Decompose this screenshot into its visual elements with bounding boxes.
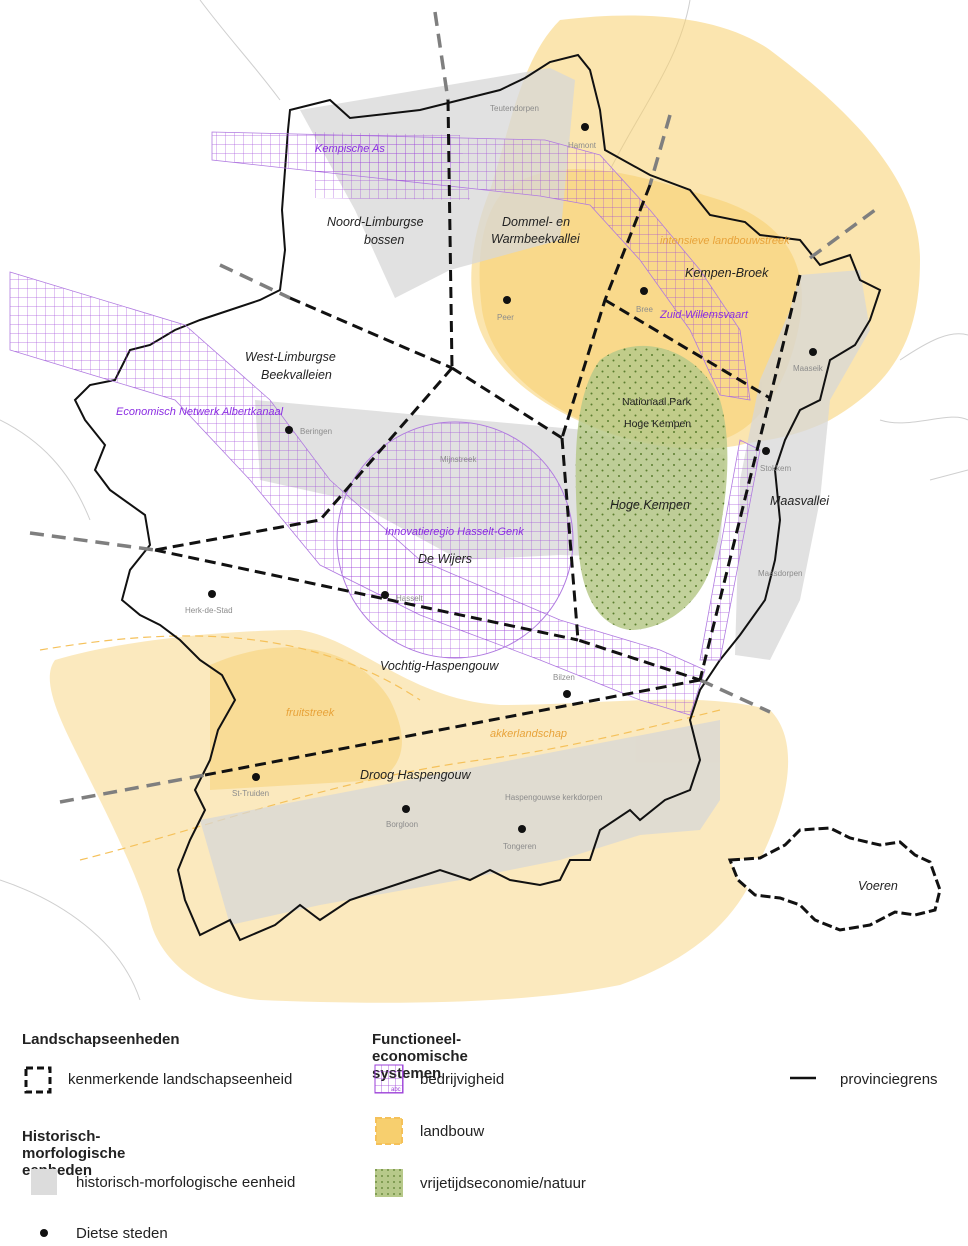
city-label-bilzen: Bilzen [553, 673, 575, 682]
city-label-tongeren: Tongeren [503, 842, 536, 851]
label-economisch-netwerk: Economisch Netwerk Albertkanaal [116, 406, 284, 418]
city-label-beringen: Beringen [300, 427, 332, 436]
city-dot-hasselt [381, 591, 389, 599]
label-innovatieregio: Innovatieregio Hasselt-Genk [385, 526, 524, 538]
label-fruitstreek: fruitstreek [286, 707, 335, 719]
legend-historisch-label: historisch-morfologische eenheid [76, 1174, 296, 1191]
city-label-borgloon: Borgloon [386, 820, 418, 829]
city-dot-herk [208, 590, 216, 598]
agri-fruit [210, 647, 402, 790]
label-nationaal-park-2: Hoge Kempen [624, 418, 691, 430]
system-labels: Kempische As Economisch Netwerk Albertka… [116, 143, 790, 740]
legend-provinciegrens-label: provinciegrens [840, 1071, 938, 1088]
hist-haspengouw [200, 720, 720, 925]
legend-kenmerkende-label: kenmerkende landschapseenheid [68, 1071, 293, 1088]
city-label-sttruiden: St-Truiden [232, 789, 269, 798]
legend-landbouw-swatch [375, 1117, 403, 1145]
city-label-bree: Bree [636, 305, 653, 314]
city-label-herk: Herk-de-Stad [185, 606, 233, 615]
grey-dashed-lines [29, 11, 877, 804]
city-dot-borgloon [402, 805, 410, 813]
nature-zone-dots [575, 345, 728, 630]
legend-bedrijvigheid-swatch: abc [374, 1064, 404, 1094]
label-noord-limburgse-1: Noord-Limburgse [327, 215, 424, 229]
label-zuid-willemsvaart: Zuid-Willemsvaart [659, 309, 749, 321]
label-kempen-broek: Kempen-Broek [685, 266, 769, 280]
kempische-as-core [315, 132, 470, 200]
city-label-hamont: Hamont [568, 141, 597, 150]
label-voeren: Voeren [858, 879, 898, 893]
legend-bedrijvigheid-swatch-text: abc [391, 1087, 401, 1093]
legend-vrijetijd-label: vrijetijdseconomie/natuur [420, 1175, 586, 1192]
city-dot-beringen [285, 426, 293, 434]
label-noord-limburgse-2: bossen [364, 233, 404, 247]
city-label-stokkem: Stokkem [760, 464, 791, 473]
legend-provinciegrens-swatch [790, 1076, 816, 1080]
legend-landbouw-label: landbouw [420, 1123, 485, 1140]
label-de-wijers: De Wijers [418, 552, 472, 566]
city-dot-tongeren [518, 825, 526, 833]
albertkanaal-band [9, 271, 706, 716]
label-maasvallei: Maasvallei [770, 494, 830, 508]
legend-dietse-steden-label: Dietse steden [76, 1225, 168, 1242]
city-dots [208, 123, 817, 833]
city-labels: Hamont Peer Bree Maaseik Beringen Stokke… [185, 141, 824, 851]
legend-historisch-swatch [31, 1169, 57, 1195]
landscape-unit-boundaries [154, 99, 802, 777]
label-teutendorpen: Teutendorpen [490, 104, 539, 113]
label-vochtig: Vochtig-Haspengouw [380, 659, 499, 673]
city-dot-hamont [581, 123, 589, 131]
city-dot-stokkem [762, 447, 770, 455]
city-label-maaseik: Maaseik [793, 364, 824, 373]
voeren-outline [727, 826, 942, 932]
label-intensieve-landbouw: intensieve landbouwstreek [660, 235, 790, 247]
legend-dashed-unit-swatch [24, 1066, 52, 1094]
city-label-peer: Peer [497, 313, 514, 322]
legend-city-dot-swatch [40, 1229, 48, 1237]
agri-dashed-edge [39, 635, 721, 861]
city-dot-peer [503, 296, 511, 304]
label-maasdorpen: Maasdorpen [758, 569, 802, 578]
label-hoge-kempen: Hoge Kempen [610, 498, 690, 512]
label-west-limburgse-2: Beekvalleien [261, 368, 332, 382]
legend-title-landschapseenheden: Landschapseenheden [22, 1031, 180, 1048]
label-nationaal-park-1: Nationaal Park [622, 396, 692, 408]
city-dot-sttruiden [252, 773, 260, 781]
business-zones [9, 131, 761, 716]
city-dot-maaseik [809, 348, 817, 356]
label-haspengouwse-kerkdorpen: Haspengouwse kerkdorpen [505, 793, 602, 802]
label-mijnstreek: Mijnstreek [440, 455, 477, 464]
label-dommel-2: Warmbeekvallei [491, 232, 581, 246]
legend-vrijetijd-swatch [375, 1169, 403, 1197]
small-grey-labels: Teutendorpen Mijnstreek Maasdorpen Haspe… [440, 104, 802, 802]
hist-maas [735, 270, 870, 660]
label-droog: Droog Haspengouw [360, 768, 471, 782]
city-dot-bree [640, 287, 648, 295]
kempische-as-band [211, 131, 751, 401]
city-label-hasselt: Hasselt [396, 594, 423, 603]
province-outline [73, 53, 882, 942]
label-west-limburgse-1: West-Limburgse [245, 350, 336, 364]
innovatieregio-circle [336, 421, 574, 659]
label-akkerlandschap: akkerlandschap [490, 728, 567, 740]
label-kempische-as: Kempische As [315, 143, 385, 155]
legend-bedrijvigheid-label: bedrijvigheid [420, 1071, 505, 1088]
label-dommel-1: Dommel- en [502, 215, 570, 229]
region-labels: Noord-Limburgse bossen Dommel- en Warmbe… [245, 215, 898, 893]
city-dot-bilzen [563, 690, 571, 698]
landscape-map: Noord-Limburgse bossen Dommel- en Warmbe… [0, 0, 968, 1003]
national-park-labels: Nationaal Park Hoge Kempen [622, 396, 692, 430]
